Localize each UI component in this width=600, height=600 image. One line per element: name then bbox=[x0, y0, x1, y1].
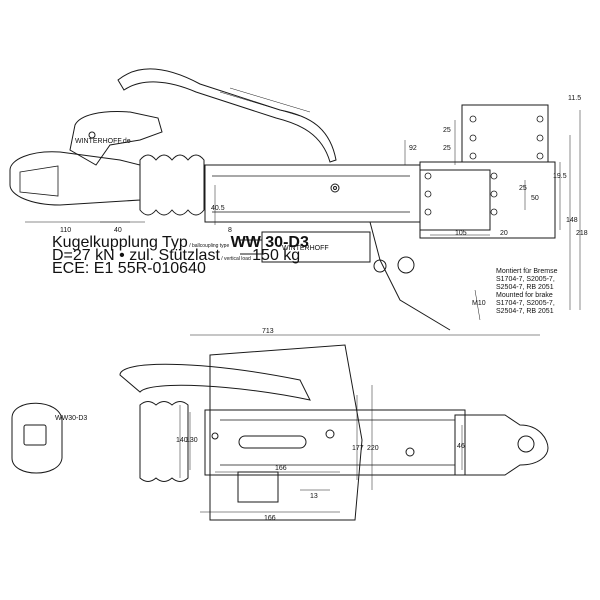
tube-bolt bbox=[330, 183, 340, 193]
dim-177: 177 bbox=[352, 445, 364, 452]
dim-50: 50 bbox=[531, 195, 539, 202]
dim-25-a: 25 bbox=[443, 127, 451, 134]
dim-20: 20 bbox=[500, 230, 508, 237]
damper bbox=[261, 231, 371, 263]
side-view bbox=[9, 68, 581, 331]
brake-note: Montiert für Bremse S1704-7, S2005-7, S2… bbox=[496, 268, 557, 316]
spec-line-2: D=27 kN • zul. Stützlast / vertical load… bbox=[52, 247, 301, 264]
dim-25-b: 25 bbox=[443, 145, 451, 152]
spec-block: Kugelkupplung Typ / ballcoupling type WW… bbox=[52, 234, 309, 277]
brand-top-label: WW30-D3 bbox=[55, 415, 87, 422]
spec-line-1: Kugelkupplung Typ / ballcoupling type WW… bbox=[52, 234, 309, 251]
dim-166-a: 166 bbox=[275, 465, 287, 472]
top-coupling bbox=[11, 402, 63, 474]
brake-note-line: S1704-7, S2005-7, bbox=[496, 300, 555, 307]
dim-8: 8 bbox=[228, 227, 232, 234]
dimension-labels: 110 40 40.5 8 92 25 25 25 50 105 20 19.5… bbox=[55, 95, 588, 522]
dim-92: 92 bbox=[409, 145, 417, 152]
top-damper bbox=[237, 471, 279, 503]
top-view bbox=[11, 334, 549, 521]
dim-m10: M10 bbox=[472, 300, 486, 307]
upper-mount-plate bbox=[461, 104, 549, 163]
dim-25-c: 25 bbox=[519, 185, 527, 192]
top-lever bbox=[119, 363, 311, 401]
brake-note-line: S1704-7, S2005-7, bbox=[496, 276, 555, 283]
dim-218: 218 bbox=[576, 230, 588, 237]
top-flange bbox=[454, 414, 549, 476]
coupling-handle bbox=[69, 111, 163, 166]
dim-40-5: 40.5 bbox=[211, 205, 225, 212]
side-dimension-lines bbox=[25, 110, 581, 321]
brake-note-line: Mounted for brake bbox=[496, 292, 553, 299]
brake-linkage bbox=[369, 221, 451, 331]
dim-220: 220 bbox=[367, 445, 379, 452]
bellows bbox=[139, 154, 205, 216]
dim-713: 713 bbox=[262, 328, 274, 335]
flange-holes bbox=[424, 172, 498, 216]
dim-166-b: 166 bbox=[264, 515, 276, 522]
brake-note-line: S2504-7, RB 2051 bbox=[496, 308, 554, 315]
top-slot bbox=[238, 435, 307, 449]
dim-40: 40 bbox=[114, 227, 122, 234]
coupling-head bbox=[9, 151, 141, 206]
handbrake-lever bbox=[117, 68, 337, 163]
dim-105: 105 bbox=[455, 230, 467, 237]
dim-110: 110 bbox=[60, 227, 71, 234]
dim-148: 148 bbox=[566, 217, 578, 224]
dim-130: 130 bbox=[186, 437, 198, 444]
dim-46: 46 bbox=[457, 443, 465, 450]
dim-11-5: 11.5 bbox=[568, 95, 581, 102]
brake-note-line: S2504-7, RB 2051 bbox=[496, 284, 554, 291]
spec-line-3: ECE: E1 55R-010640 bbox=[52, 260, 206, 277]
brake-note-line: Montiert für Bremse bbox=[496, 268, 558, 275]
dim-140: 140 bbox=[176, 437, 188, 444]
top-brake-plate bbox=[209, 344, 363, 521]
top-bellows bbox=[139, 401, 189, 482]
dim-19-5: 19.5 bbox=[553, 173, 567, 180]
dim-13: 13 bbox=[310, 493, 318, 500]
brand-side-label: WINTERHOFF.de bbox=[75, 138, 131, 145]
drawbar-tube bbox=[204, 164, 421, 223]
damper-label: WINTERHOFF bbox=[282, 245, 329, 252]
top-dimension-lines bbox=[179, 334, 540, 513]
